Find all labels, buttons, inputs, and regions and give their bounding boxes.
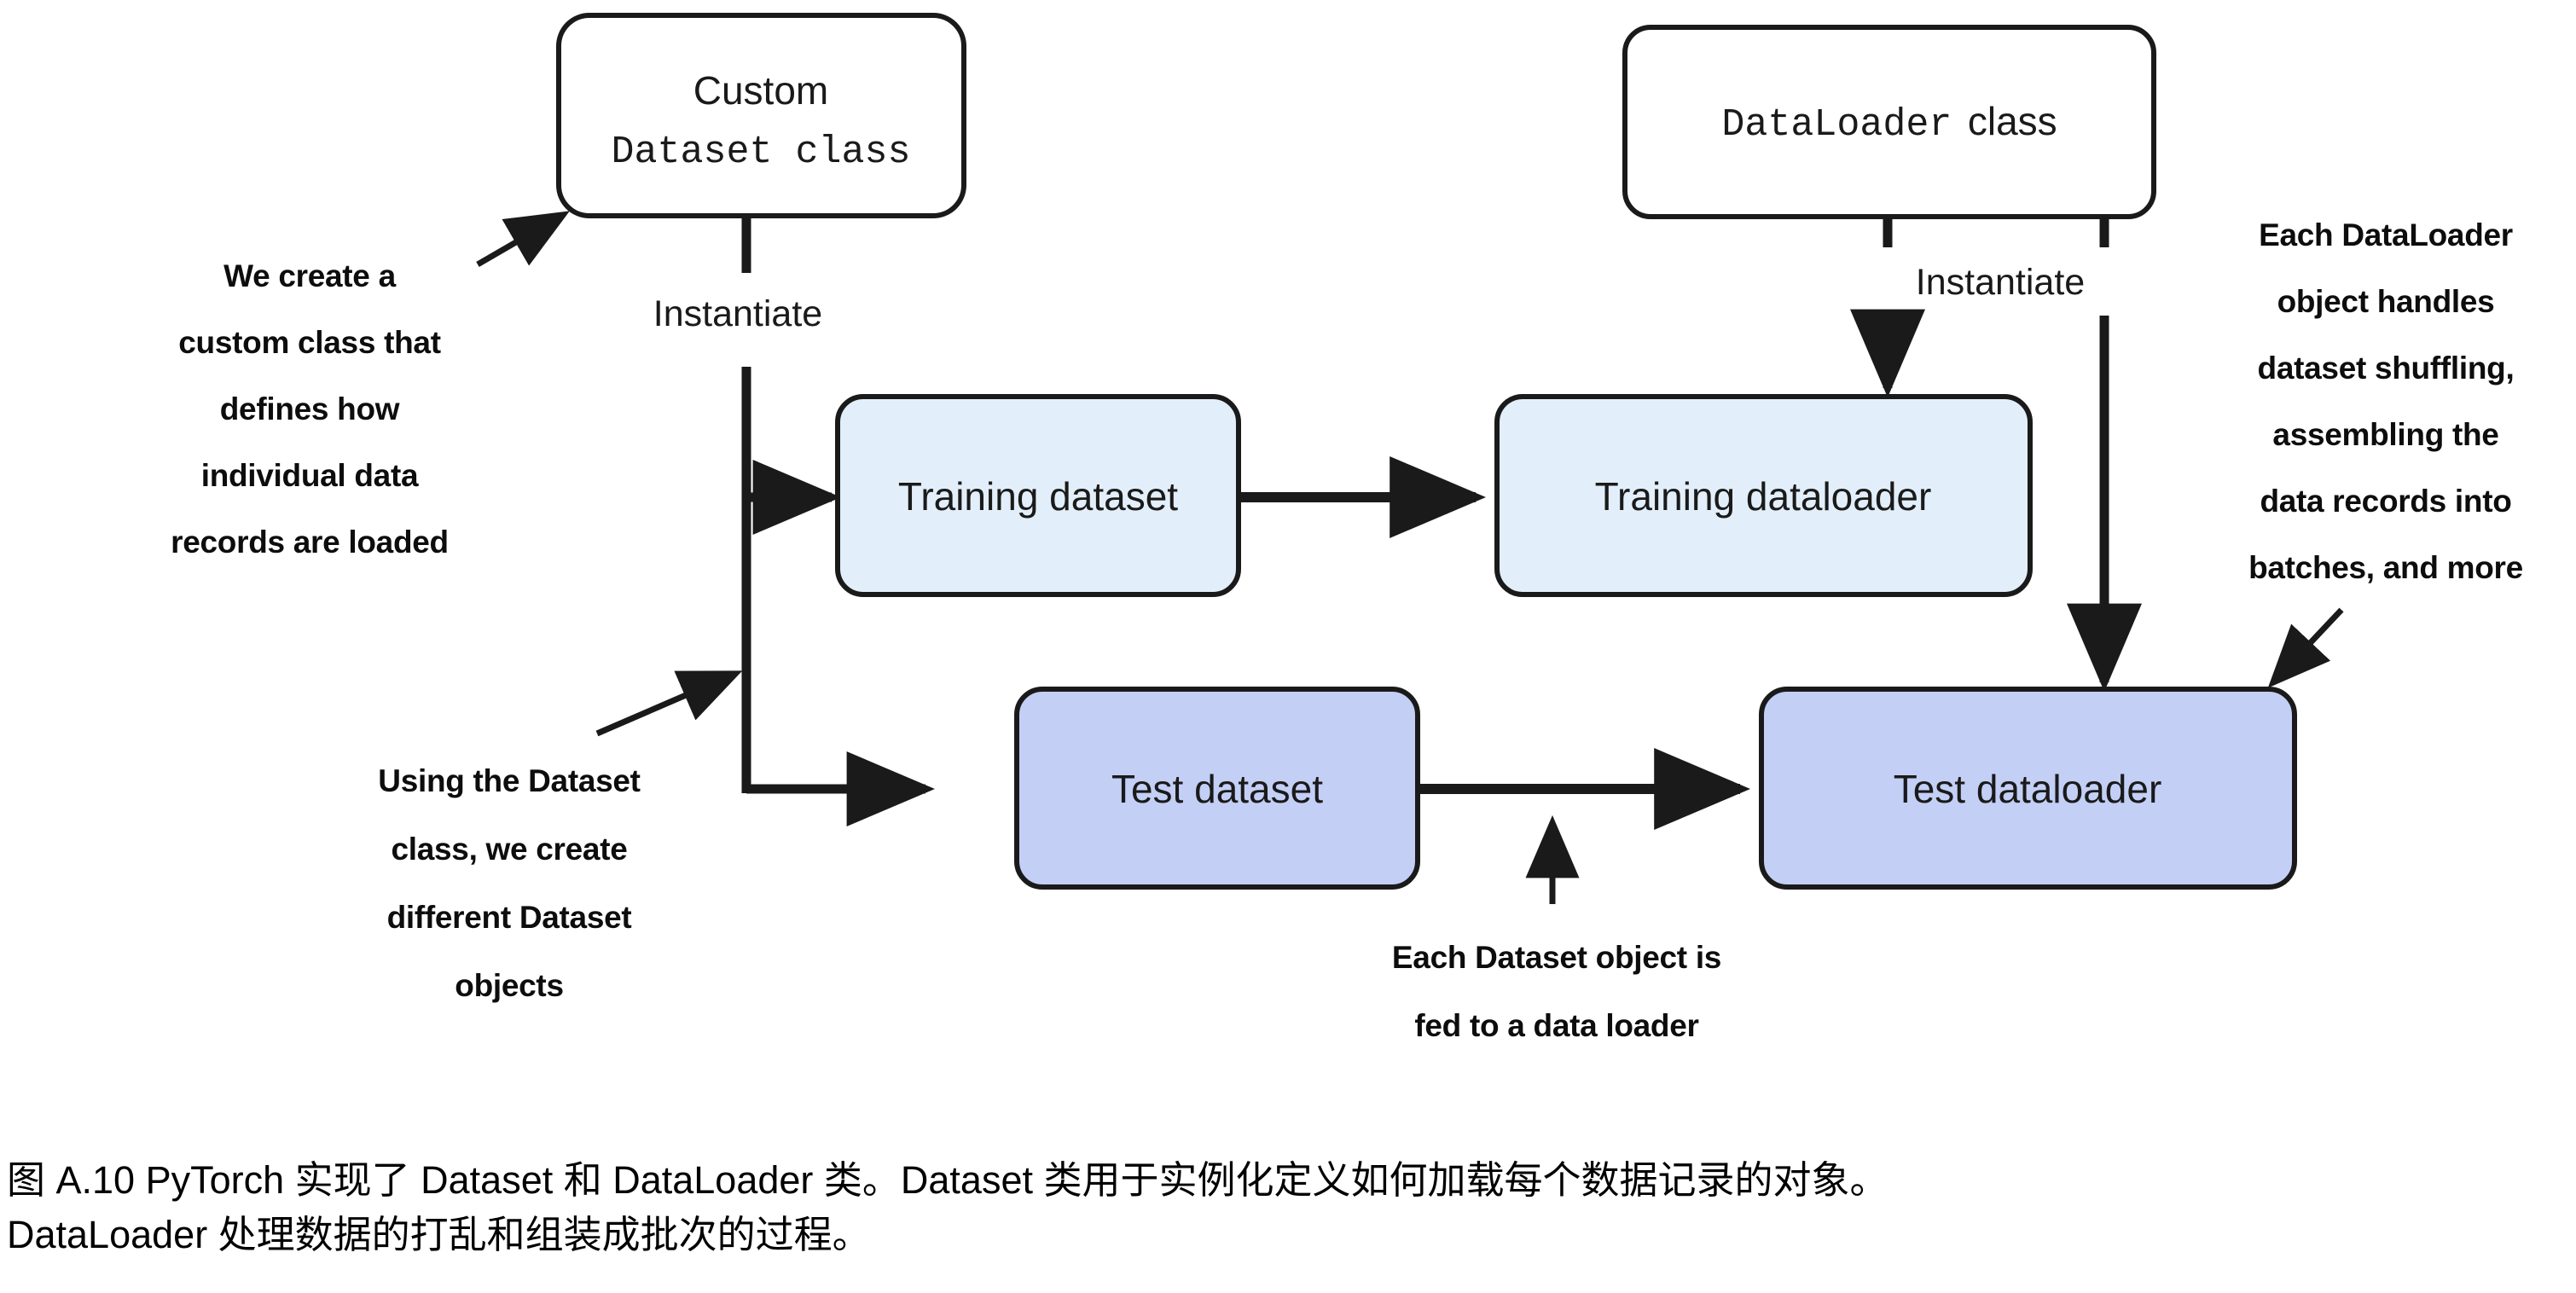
edge-dataloader-trunk xyxy=(1850,217,2142,693)
dataloader-class-mono-part: DataLoader xyxy=(1721,103,1952,147)
training-dataset-label: Training dataset xyxy=(898,474,1178,519)
annotation-bottom-line-0: Each Dataset object is xyxy=(1392,940,1721,975)
edge-label-instantiate-left: Instantiate xyxy=(653,293,822,334)
node-test-dataloader[interactable]: Test dataloader xyxy=(1759,687,2297,890)
annotation-right-line-0: Each DataLoader xyxy=(2259,217,2513,252)
annotation-right-line-2: dataset shuffling, xyxy=(2258,351,2515,386)
annotation-left-bottom-line-0: Using the Dataset xyxy=(378,763,640,798)
caption-line-1: 图 A.10 PyTorch 实现了 Dataset 和 DataLoader … xyxy=(7,1158,1888,1202)
annotation-right-line-5: batches, and more xyxy=(2248,550,2523,585)
annotation-left-top-line-4: records are loaded xyxy=(171,525,449,560)
test-dataloader-label: Test dataloader xyxy=(1894,767,2162,811)
annotation-left-bottom: Using the Dataset class, we create diffe… xyxy=(378,763,641,1003)
annotation-right-line-4: data records into xyxy=(2260,484,2511,519)
dataloader-class-label: DataLoader class xyxy=(1721,99,2057,147)
leader-left-bottom-annotation xyxy=(595,670,743,737)
node-training-dataloader[interactable]: Training dataloader xyxy=(1494,394,2033,597)
annotation-right-line-1: object handles xyxy=(2277,284,2495,319)
annotation-left-bottom-line-1: class, we create xyxy=(391,832,627,867)
annotation-left-top-line-3: individual data xyxy=(201,458,419,493)
custom-dataset-class-line1: Custom xyxy=(693,68,828,113)
annotation-left-top-line-1: custom class that xyxy=(178,325,440,360)
custom-dataset-class-line2: Dataset class xyxy=(611,130,910,174)
node-training-dataset[interactable]: Training dataset xyxy=(835,394,1241,597)
edge-label-instantiate-right: Instantiate xyxy=(1916,262,2085,303)
annotation-left-bottom-line-3: objects xyxy=(455,968,563,1003)
figure-caption: 图 A.10 PyTorch 实现了 Dataset 和 DataLoader … xyxy=(7,1153,2557,1262)
leader-left-top-annotation xyxy=(476,211,570,268)
annotation-left-top-line-0: We create a xyxy=(223,258,396,293)
annotation-bottom: Each Dataset object is fed to a data loa… xyxy=(1392,940,1721,1043)
leader-right-annotation xyxy=(2267,607,2344,688)
dataloader-class-plain-part: class xyxy=(1968,99,2057,143)
annotation-left-bottom-line-2: different Dataset xyxy=(387,900,632,935)
annotation-bottom-line-1: fed to a data loader xyxy=(1414,1008,1698,1043)
annotation-right: Each DataLoader object handles dataset s… xyxy=(2248,217,2523,585)
test-dataset-label: Test dataset xyxy=(1111,767,1323,811)
node-test-dataset[interactable]: Test dataset xyxy=(1014,687,1420,890)
annotation-left-top: We create a custom class that defines ho… xyxy=(171,258,449,560)
caption-line-2: DataLoader 处理数据的打乱和组装成批次的过程。 xyxy=(7,1213,871,1256)
annotation-left-top-line-2: defines how xyxy=(220,391,400,426)
node-dataloader-class[interactable]: DataLoader class xyxy=(1622,25,2156,219)
node-custom-dataset-class[interactable]: Custom Dataset class xyxy=(556,13,966,218)
annotation-right-line-3: assembling the xyxy=(2272,417,2498,452)
training-dataloader-label: Training dataloader xyxy=(1595,474,1932,519)
